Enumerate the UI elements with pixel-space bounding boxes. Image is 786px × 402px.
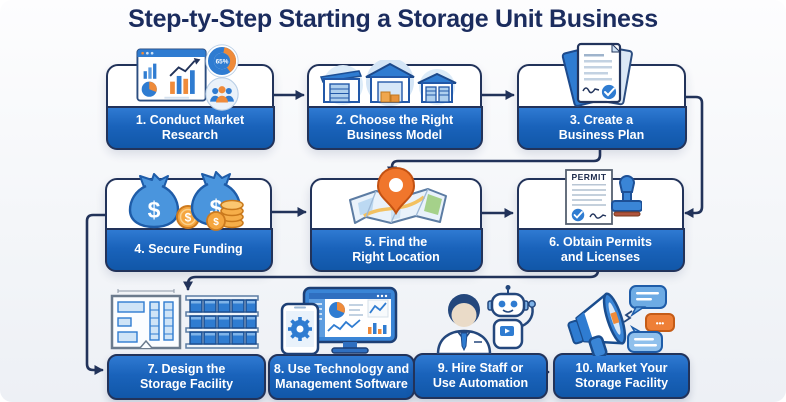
step-1-label: 1. Conduct Market Research [105, 105, 275, 150]
svg-text:$: $ [213, 217, 219, 228]
step-8-card: 8. Use Technology and Management Softwar… [268, 354, 415, 400]
storage-buildings-icon [319, 60, 457, 106]
staff-robot-icon [436, 285, 536, 354]
market-share-donut-icon: 65% [205, 44, 239, 78]
step-6-label: 6. Obtain Permits and Licenses [516, 227, 685, 272]
business-plan-documents-icon [561, 42, 633, 107]
audience-people-icon [205, 77, 239, 111]
step-3-card: 3. Create a Business Plan [516, 64, 687, 150]
svg-text:$: $ [185, 211, 192, 225]
step-4-label: 4. Secure Funding [104, 227, 273, 272]
svg-text:PERMIT: PERMIT [571, 172, 606, 182]
map-location-pin-icon [349, 166, 447, 224]
market-research-window-icon [136, 48, 207, 102]
step-7-card: 7. Design the Storage Facility [107, 354, 266, 400]
step-5-label: 5. Find the Right Location [309, 227, 483, 272]
arrow-step4-to-step7 [85, 213, 107, 375]
permit-document-stamp-icon: PERMIT [565, 169, 642, 225]
step-9-card: 9. Hire Staff or Use Automation [413, 353, 548, 399]
floor-plan-building-icon [110, 289, 259, 350]
megaphone-marketing-icon: ••• [567, 285, 675, 356]
svg-text:•••: ••• [656, 319, 665, 328]
step-1-card: 1. Conduct Market Research [105, 64, 275, 150]
step-2-label: 2. Choose the Right Business Model [306, 105, 483, 150]
page-title: Step-ty-Step Starting a Storage Unit Bus… [128, 5, 658, 33]
step-10-card: 10. Market Your Storage Facility [553, 353, 690, 399]
svg-text:$: $ [148, 197, 161, 223]
money-bags-icon: $ $ $ $ [128, 171, 244, 231]
step-3-label: 3. Create a Business Plan [516, 105, 687, 150]
svg-text:65%: 65% [216, 58, 229, 65]
software-monitor-phone-icon [280, 286, 398, 356]
step-6-card: 6. Obtain Permits and Licenses [516, 178, 685, 272]
